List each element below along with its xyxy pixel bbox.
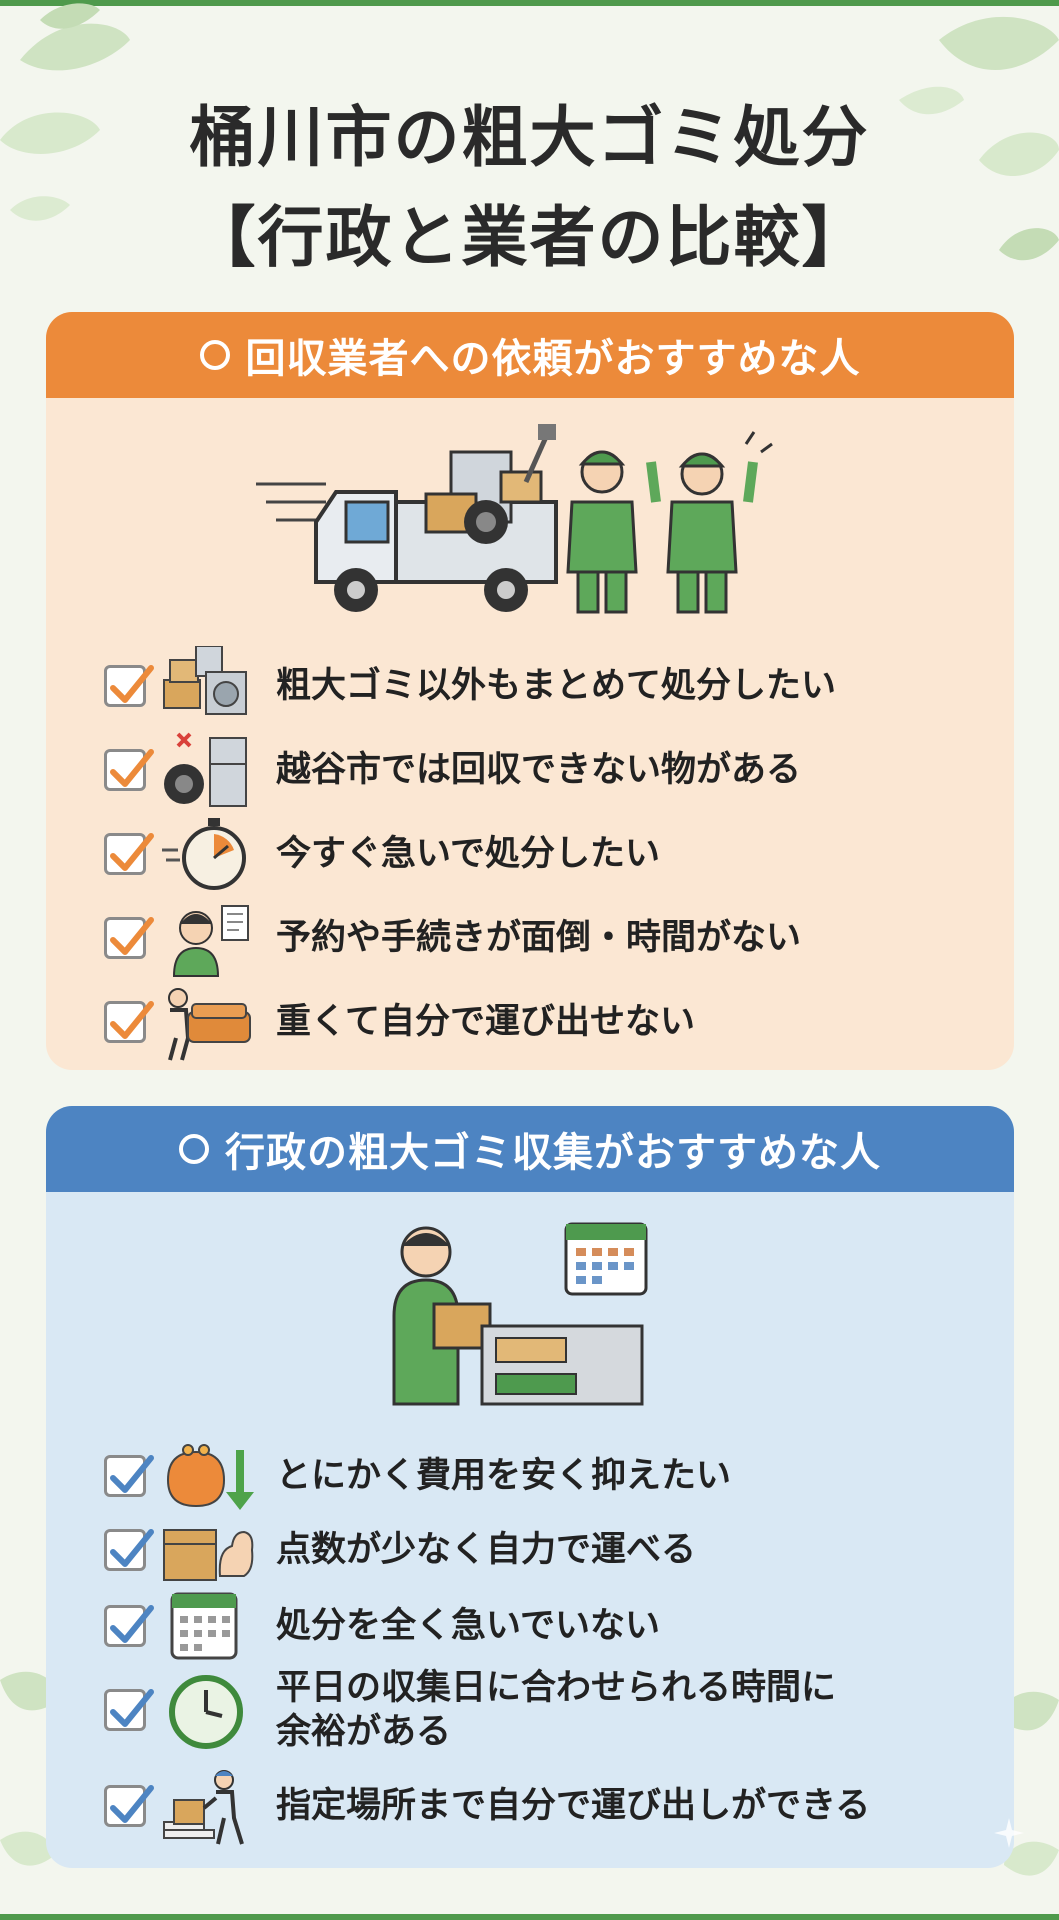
checkbox-checked-icon [104, 1001, 154, 1043]
gov-list-item-5: 指定場所まで自分で運び出しができる [104, 1766, 870, 1846]
gov-item-text-1: とにかく費用を安く抑えたい [276, 1456, 732, 1496]
vendor-list-item-1: 粗大ゴミ以外もまとめて処分したい [104, 646, 836, 726]
gov-list-item-1: とにかく費用を安く抑えたい [104, 1436, 731, 1516]
gov-item-text-4-line1: 平日の収集日に合わせられる時間に [276, 1668, 837, 1708]
truck-workers-illustration-icon [256, 424, 773, 614]
box-muscle-icon [163, 1529, 254, 1581]
checkbox-checked-icon [104, 1455, 154, 1497]
person-collection-point-illustration-icon [392, 1222, 648, 1406]
vendor-recommendation-section: 回収業者への依頼がおすすめな人 [46, 312, 1014, 1070]
title-line2: 【行政と業者の比較】 [189, 199, 870, 276]
leaf-decoration-bottom-left-icon [0, 1671, 60, 1866]
vendor-item-text-4: 予約や手続きが面倒・時間がない [276, 918, 802, 958]
person-carrying-box-icon [163, 1770, 244, 1845]
vendor-list-item-4: 予約や手続きが面倒・時間がない [104, 898, 801, 978]
tire-fridge-icon [164, 732, 247, 807]
vendor-section-header: 回収業者への依頼がおすすめな人 [46, 312, 1014, 398]
appliances-boxes-icon [163, 646, 247, 715]
vendor-item-text-1: 粗大ゴミ以外もまとめて処分したい [276, 666, 837, 706]
checkbox-checked-icon [104, 833, 154, 875]
checkbox-checked-icon [104, 917, 154, 959]
checkbox-checked-icon [104, 1689, 154, 1731]
leaf-decoration-right-icon [899, 16, 1059, 261]
checkbox-checked-icon [104, 665, 154, 707]
bottom-border [0, 1914, 1059, 1920]
gov-section-heading: 行政の粗大ゴミ収集がおすすめな人 [225, 1130, 881, 1176]
vendor-list-item-5: 重くて自分で運び出せない [104, 982, 695, 1062]
sparkle-icon [994, 1818, 1024, 1848]
checkbox-checked-icon [104, 749, 154, 791]
government-recommendation-section: 行政の粗大ゴミ収集がおすすめな人 とにかく費用を安く抑えたい [46, 1106, 1014, 1868]
vendor-item-text-5: 重くて自分で運び出せない [276, 1002, 695, 1042]
gov-item-text-2: 点数が少なく自力で運べる [276, 1530, 697, 1570]
gov-item-text-4-line2: 余裕がある [276, 1712, 452, 1752]
leaf-decoration-bottom-right-icon [999, 1691, 1059, 1876]
vendor-item-text-3: 今すぐ急いで処分したい [276, 834, 660, 874]
vendor-list-item-2: 越谷市では回収できない物がある [104, 730, 801, 810]
checkbox-checked-icon [104, 1605, 154, 1647]
gov-item-text-5: 指定場所まで自分で運び出しができる [276, 1786, 871, 1826]
gov-item-text-4: 平日の収集日に合わせられる時間に 余裕がある [276, 1666, 836, 1754]
clock-icon [169, 1675, 243, 1749]
gov-item-text-3: 処分を全く急いでいない [276, 1606, 660, 1646]
gov-list-item-3: 処分を全く急いでいない [104, 1586, 660, 1666]
heavy-sofa-icon [168, 988, 251, 1061]
circle-icon [179, 1134, 209, 1164]
worried-person-icon [172, 905, 249, 977]
checkbox-checked-icon [104, 1529, 154, 1571]
stopwatch-icon [162, 818, 246, 890]
gov-list-item-4: 平日の収集日に合わせられる時間に 余裕がある [104, 1666, 836, 1754]
checkbox-checked-icon [104, 1785, 154, 1827]
title-line1: 桶川市の粗大ゴミ処分 [189, 99, 870, 176]
gov-section-header: 行政の粗大ゴミ収集がおすすめな人 [46, 1106, 1014, 1192]
vendor-item-text-2: 越谷市では回収できない物がある [276, 750, 802, 790]
circle-icon [199, 340, 230, 370]
vendor-section-heading: 回収業者への依頼がおすすめな人 [245, 336, 861, 382]
leaf-decoration-left-icon [0, 3, 130, 221]
wallet-down-icon [166, 1444, 254, 1510]
vendor-list-item-3: 今すぐ急いで処分したい [104, 814, 660, 894]
calendar-icon [170, 1592, 238, 1660]
top-border [0, 0, 1059, 6]
gov-list-item-2: 点数が少なく自力で運べる [104, 1510, 696, 1590]
page-title: 桶川市の粗大ゴミ処分 【行政と業者の比較】 [0, 88, 1059, 288]
